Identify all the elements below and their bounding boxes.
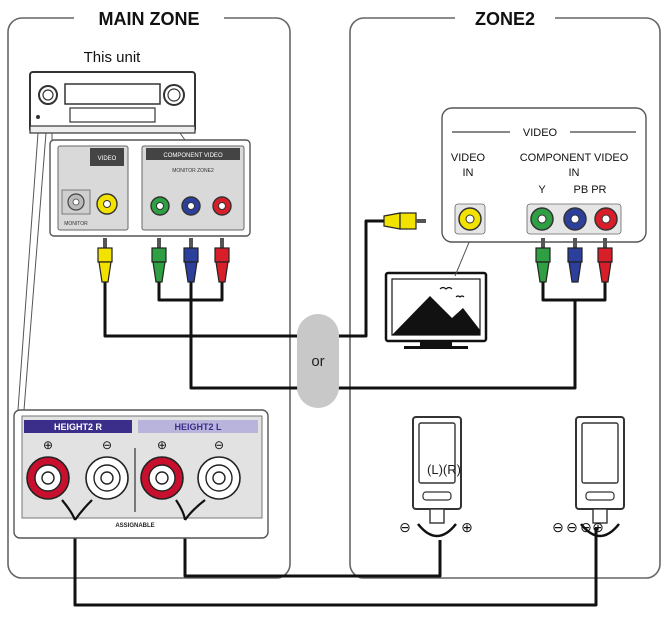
speaker-right-plus: ⊕ [592,519,604,535]
terminal-l-plus [140,456,184,500]
red-plug-tv [597,238,613,283]
minus-marker-l: ⊖ [214,438,224,452]
height2-l-label: HEIGHT2 L [174,422,222,432]
callout-lines [17,132,186,411]
unit-monitor-label: MONITOR [64,221,88,227]
tv-video-in-line1: VIDEO [451,152,486,164]
minus-marker-r: ⊖ [102,438,112,452]
height2-r-label: HEIGHT2 R [54,422,103,432]
blue-plug-unit [183,238,199,283]
unit-monitor-zone2-label: MONITOR ZONE2 [172,168,214,174]
or-label: or [311,353,324,370]
blue-plug-tv [567,238,583,283]
tv-component-line2: IN [569,167,580,179]
speaker-wire-right [73,500,598,607]
this-unit-label: This unit [84,49,142,66]
assignable-label: ASSIGNABLE [115,523,154,529]
unit-component-panel-label: COMPONENT VIDEO [163,153,223,159]
tv-side-plugs [535,238,613,283]
speaker-left-plus: ⊕ [461,519,473,535]
unit-rear-panel: VIDEO MONITOR COMPONENT VIDEO MONITOR ZO… [49,139,251,237]
tv-y-label: Y [538,184,546,196]
receiver-front [29,71,196,134]
tv-video-group-label: VIDEO [523,127,558,139]
component-video-cable-unit [157,280,577,390]
speaker-terminal-panel: HEIGHT2 R HEIGHT2 L ⊕ ⊖ ⊕ ⊖ ASSI [13,409,269,539]
unit-side-plugs [97,238,230,283]
yellow-plug-unit [97,238,113,283]
plus-marker-l: ⊕ [157,438,167,452]
tv-component-line1: COMPONENT VIDEO [520,152,629,164]
zone2-title: ZONE2 [475,9,535,29]
speaker-right-minus-2: ⊖ [566,519,578,535]
tv-video-in-line2: IN [463,167,474,179]
tv-pbpr-label: PB PR [573,184,606,196]
speakers-lr-label: (L)(R) [427,462,461,477]
tv-input-panel: VIDEO VIDEO IN COMPONENT VIDEO IN Y PB P… [441,107,647,243]
main-zone-title: MAIN ZONE [99,9,200,29]
terminal-r-minus [85,456,129,500]
plus-marker-r: ⊕ [43,438,53,452]
composite-video-cable [103,219,400,338]
yellow-plug-tv [383,212,426,230]
speaker-left-minus: ⊖ [399,519,411,535]
speaker-right-minus-1: ⊖ [552,519,564,535]
terminal-l-minus [197,456,241,500]
speaker-right: ⊖ ⊖ ⊖ ⊕ [552,416,625,538]
tv-icon [384,271,488,349]
green-plug-unit [151,238,167,283]
component-video-cable-tv [541,280,607,302]
speaker-right-minus-3: ⊖ [580,519,592,535]
terminal-wire-loops [61,499,206,521]
unit-video-panel-label: VIDEO [98,156,117,162]
speaker-left: ⊖ ⊕ [399,416,473,538]
or-separator: or [297,314,339,408]
terminal-r-plus [26,456,70,500]
green-plug-tv [535,238,551,283]
red-plug-unit [214,238,230,283]
